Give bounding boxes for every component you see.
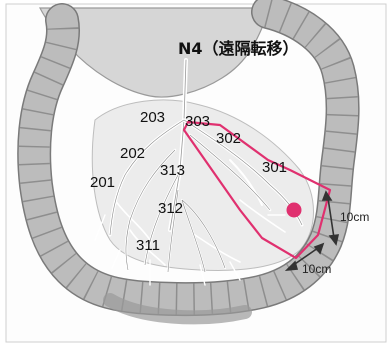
node-313-label: 313 — [160, 162, 185, 179]
node-301-label: 301 — [262, 159, 287, 176]
node-312-label: 312 — [158, 200, 183, 217]
measurement-lower-label: 10cm — [302, 262, 331, 276]
node-201-label: 201 — [90, 174, 115, 191]
measurement-upper-label: 10cm — [340, 210, 369, 224]
node-203-label: 203 — [140, 109, 165, 126]
tumor-marker — [287, 203, 302, 218]
node-303-label: 303 — [185, 113, 210, 130]
node-202-label: 202 — [120, 145, 145, 162]
title-label: N4（遠隔転移） — [178, 39, 299, 58]
node-302-label: 302 — [216, 130, 241, 147]
node-311-label: 311 — [136, 237, 160, 254]
